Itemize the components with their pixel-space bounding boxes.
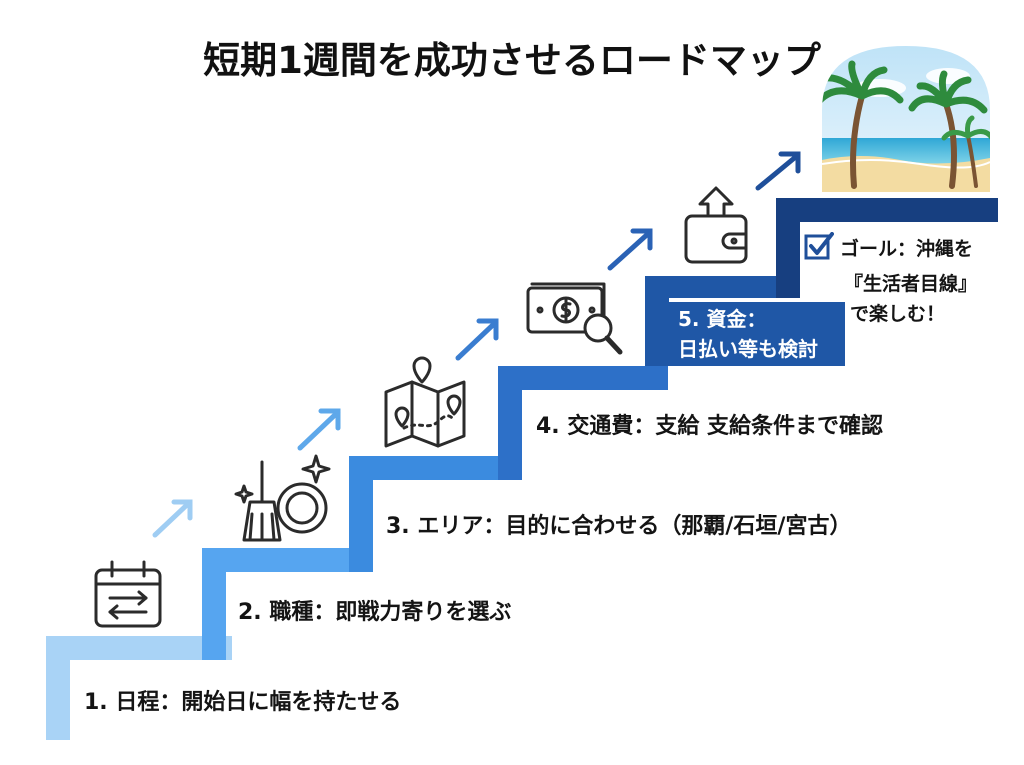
arrow-4 — [607, 228, 653, 271]
step-5-heading: 資金 — [706, 307, 747, 331]
step-5-text: 日払い等も検討 — [678, 337, 818, 361]
step-4-text: 支給 支給条件まで確認 — [655, 414, 884, 439]
step-1-label: 1. 日程：開始日に幅を持たせる — [84, 684, 401, 716]
step-6-band — [776, 198, 998, 298]
step-2-text: 即戦力寄りを選ぶ — [335, 600, 512, 625]
step-1-number: 1. — [84, 690, 108, 715]
step-3-label: 3. エリア：目的に合わせる（那覇/石垣/宮古） — [386, 508, 851, 540]
broom-dish-icon — [234, 454, 331, 542]
step-4-number: 4. — [536, 414, 560, 439]
step-1-colon: ： — [159, 690, 182, 715]
beach-palms-illustration — [822, 46, 990, 192]
step-4-colon: ： — [633, 414, 656, 439]
step-4-heading: 交通費 — [567, 414, 634, 439]
goal-label: ゴール：沖縄を 『生活者目線』 で楽しむ！ — [804, 232, 977, 329]
step-1-text: 開始日に幅を持たせる — [181, 690, 402, 715]
money-search-icon — [526, 282, 623, 355]
step-2-heading: 職種 — [269, 600, 314, 625]
step-5-colon: ： — [746, 307, 767, 331]
page-title: 短期1週間を成功させるロードマップ — [203, 39, 821, 82]
goal-line-2: 『生活者目線』 — [844, 273, 978, 295]
step-2-colon: ： — [313, 600, 336, 625]
step-4-label: 4. 交通費：支給 支給条件まで確認 — [536, 408, 883, 440]
goal-line-3: で楽しむ！ — [850, 303, 946, 325]
step-3-text: 目的に合わせる（那覇/石垣/宮古） — [505, 514, 852, 539]
step-2-label: 2. 職種：即戦力寄りを選ぶ — [238, 594, 511, 626]
arrow-5 — [755, 151, 801, 191]
step-3-colon: ： — [483, 514, 506, 539]
step-1-heading: 日程 — [115, 690, 160, 715]
step-5-number: 5. — [678, 307, 700, 331]
checkbox-icon — [804, 232, 834, 269]
goal-line-1: ゴール：沖縄を — [840, 238, 974, 260]
calendar-swap-icon — [94, 560, 162, 628]
step-4-band — [498, 366, 668, 480]
step-5-label: 5. 資金： 日払い等も検討 — [678, 304, 818, 364]
step-3-heading: エリア — [417, 514, 484, 539]
arrow-2 — [297, 408, 341, 451]
arrow-1 — [152, 499, 193, 538]
step-3-number: 3. — [386, 514, 410, 539]
arrow-3 — [455, 318, 499, 361]
step-2-number: 2. — [238, 600, 262, 625]
step-5-label-box — [669, 302, 845, 366]
map-pins-icon — [384, 356, 466, 448]
wallet-out-icon — [684, 186, 748, 264]
